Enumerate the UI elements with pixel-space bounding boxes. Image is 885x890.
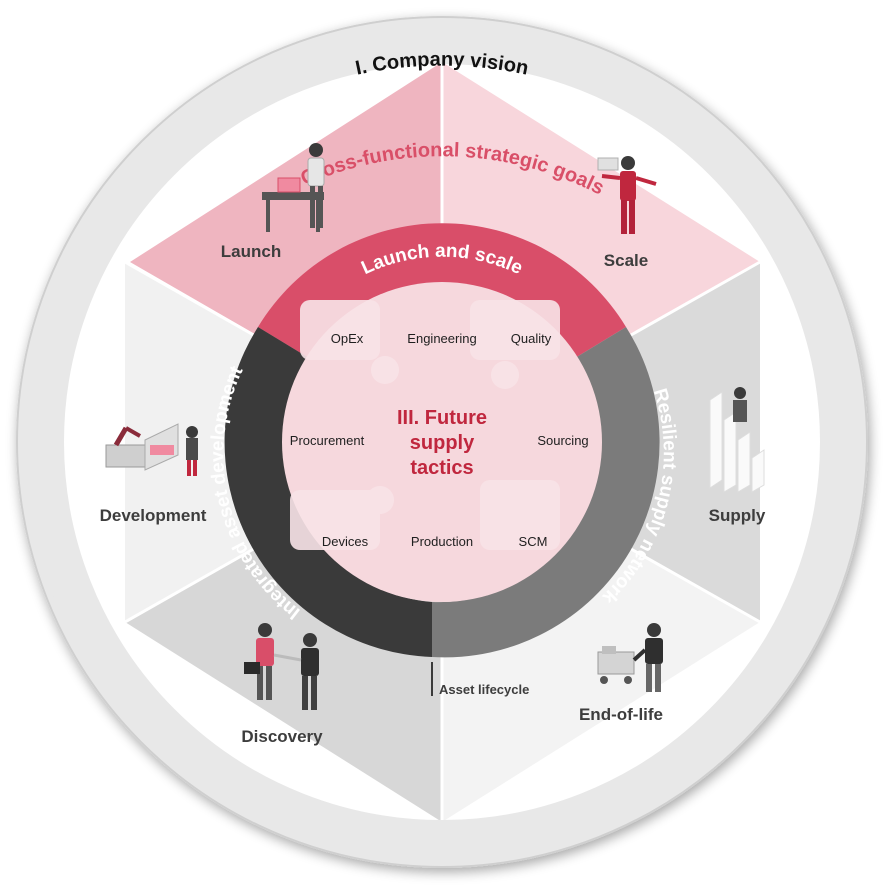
tactic-devices: Devices bbox=[322, 534, 369, 549]
tactic-engineering: Engineering bbox=[407, 331, 476, 346]
tactic-production: Production bbox=[411, 534, 473, 549]
vision-band bbox=[24, 24, 860, 860]
asset-lifecycle-label: Asset lifecycle bbox=[439, 682, 529, 697]
stage-end-of-life: End-of-life bbox=[579, 705, 663, 724]
tactic-sourcing: Sourcing bbox=[537, 433, 588, 448]
svg-text:III. Future: III. Future bbox=[397, 407, 487, 429]
svg-text:supply: supply bbox=[410, 432, 475, 454]
tactic-opex: OpEx bbox=[331, 331, 364, 346]
presenter-figure-icon bbox=[597, 156, 657, 234]
growth-chart-person-icon bbox=[709, 387, 765, 493]
lab-worker-figure-icon bbox=[262, 143, 325, 232]
handshake-figures-icon bbox=[244, 623, 319, 710]
tactic-procurement: Procurement bbox=[290, 433, 365, 448]
stage-launch: Launch bbox=[221, 242, 281, 261]
stage-development: Development bbox=[100, 506, 207, 525]
ring-asset-development bbox=[224, 327, 432, 657]
middle-ring bbox=[224, 223, 660, 658]
robot-arm-factory-icon bbox=[105, 423, 198, 476]
puzzle-background-icon bbox=[290, 300, 560, 550]
center-title: III. Future supply tactics bbox=[397, 407, 487, 479]
warehouse-worker-cart-icon bbox=[597, 623, 663, 692]
ring-launch-and-scale bbox=[258, 223, 626, 358]
stage-scale: Scale bbox=[604, 251, 648, 270]
svg-text:tactics: tactics bbox=[410, 457, 473, 479]
stage-supply: Supply bbox=[709, 506, 766, 525]
tactic-scm: SCM bbox=[519, 534, 548, 549]
tactic-quality: Quality bbox=[511, 331, 552, 346]
stage-discovery: Discovery bbox=[241, 727, 323, 746]
ring-resilient-supply bbox=[432, 327, 660, 658]
